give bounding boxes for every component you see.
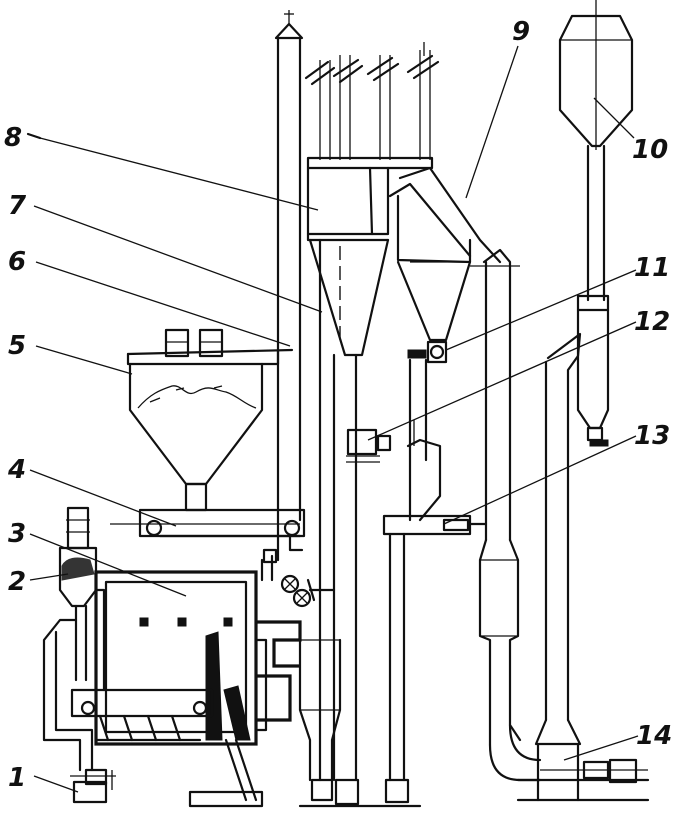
callout-7: 7 <box>8 191 27 221</box>
pipe-valve <box>346 420 442 522</box>
callout-labels: 1 2 3 4 5 6 7 8 9 10 11 12 13 14 <box>4 17 672 793</box>
burner-cyclone <box>58 506 98 682</box>
hot-gas-duct <box>254 548 302 732</box>
callout-11: 11 <box>634 253 670 283</box>
mill-valves <box>280 574 336 608</box>
blower-fan <box>70 768 116 804</box>
mill-classifier <box>298 638 422 808</box>
exhaust-vent-pipes <box>304 42 440 160</box>
belt-conveyor <box>110 508 306 552</box>
secondary-cyclone <box>388 166 520 542</box>
callout-12: 12 <box>634 307 670 337</box>
screw-conveyor <box>382 470 488 782</box>
leader-lines <box>26 45 639 793</box>
return-duct <box>478 538 542 782</box>
callout-13: 13 <box>634 421 670 451</box>
burner-grate <box>70 688 214 742</box>
callout-4: 4 <box>7 455 26 485</box>
callout-9: 9 <box>512 17 530 47</box>
chimney-duct <box>274 10 304 562</box>
callout-10: 10 <box>632 135 668 165</box>
callout-8: 8 <box>4 123 22 153</box>
callout-5: 5 <box>8 331 26 361</box>
air-supply-pipe <box>42 588 106 772</box>
callout-3: 3 <box>8 519 26 549</box>
exhaust-fan-motor <box>516 758 650 802</box>
dryer-furnace <box>94 570 264 808</box>
callout-2: 2 <box>8 567 26 597</box>
feed-hopper <box>126 328 294 512</box>
callout-1: 1 <box>8 763 26 793</box>
riser-pipe <box>534 332 648 802</box>
main-cyclone <box>306 156 434 782</box>
callout-14: 14 <box>636 721 672 751</box>
callout-6: 6 <box>8 247 26 277</box>
top-filter-cyclone <box>558 0 634 447</box>
